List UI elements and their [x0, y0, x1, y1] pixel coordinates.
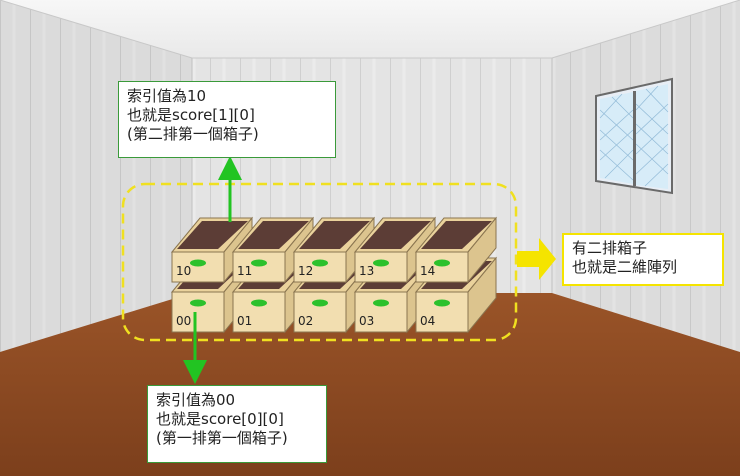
top-callout-box: 索引值為10 也就是score[1][0] (第二排第一個箱子)	[118, 81, 336, 158]
top-callout-line3: (第二排第一個箱子)	[127, 125, 259, 143]
box-handle	[434, 259, 450, 267]
box-handle	[373, 259, 389, 267]
box-handle	[190, 299, 206, 307]
box-label: 12	[298, 264, 313, 278]
arrow-right-to-right-callout	[517, 238, 556, 280]
right-callout-line2: 也就是二維陣列	[572, 258, 678, 276]
window	[595, 77, 673, 195]
box-handle	[312, 259, 328, 267]
box-label: 02	[298, 314, 313, 328]
box-label: 03	[359, 314, 374, 328]
box-array: 00 01 02 03 04 10 11 12 13 14	[170, 216, 498, 334]
box-label: 10	[176, 264, 191, 278]
array-highlight-dashed	[121, 182, 518, 342]
left-wall-shade	[0, 0, 192, 352]
bottom-callout-line3: (第一排第一個箱子)	[156, 429, 288, 447]
right-callout-box: 有二排箱子 也就是二維陣列	[562, 233, 724, 286]
box-10: 10	[170, 216, 254, 284]
box-label: 11	[237, 264, 252, 278]
box-handle	[434, 299, 450, 307]
box-label: 14	[420, 264, 435, 278]
box-handle	[190, 259, 206, 267]
ceiling	[0, 0, 740, 58]
ceiling-edge-left	[0, 0, 193, 59]
box-handle	[373, 299, 389, 307]
box-label: 01	[237, 314, 252, 328]
bottom-callout-line2: 也就是score[0][0]	[156, 410, 284, 428]
right-callout-line1: 有二排箱子	[572, 239, 648, 257]
box-handle	[251, 299, 267, 307]
box-label: 13	[359, 264, 374, 278]
box-14: 14	[414, 216, 498, 284]
box-label: 04	[420, 314, 435, 328]
box-handle	[312, 299, 328, 307]
ceiling-edge-right	[551, 0, 740, 59]
box-handle	[251, 259, 267, 267]
top-callout-line2: 也就是score[1][0]	[127, 106, 255, 124]
top-callout-line1: 索引值為10	[127, 87, 207, 105]
box-12: 12	[292, 216, 376, 284]
bottom-callout-line1: 索引值為00	[156, 391, 236, 409]
box-label: 00	[176, 314, 191, 328]
bottom-callout-box: 索引值為00 也就是score[0][0] (第一排第一個箱子)	[147, 385, 327, 463]
